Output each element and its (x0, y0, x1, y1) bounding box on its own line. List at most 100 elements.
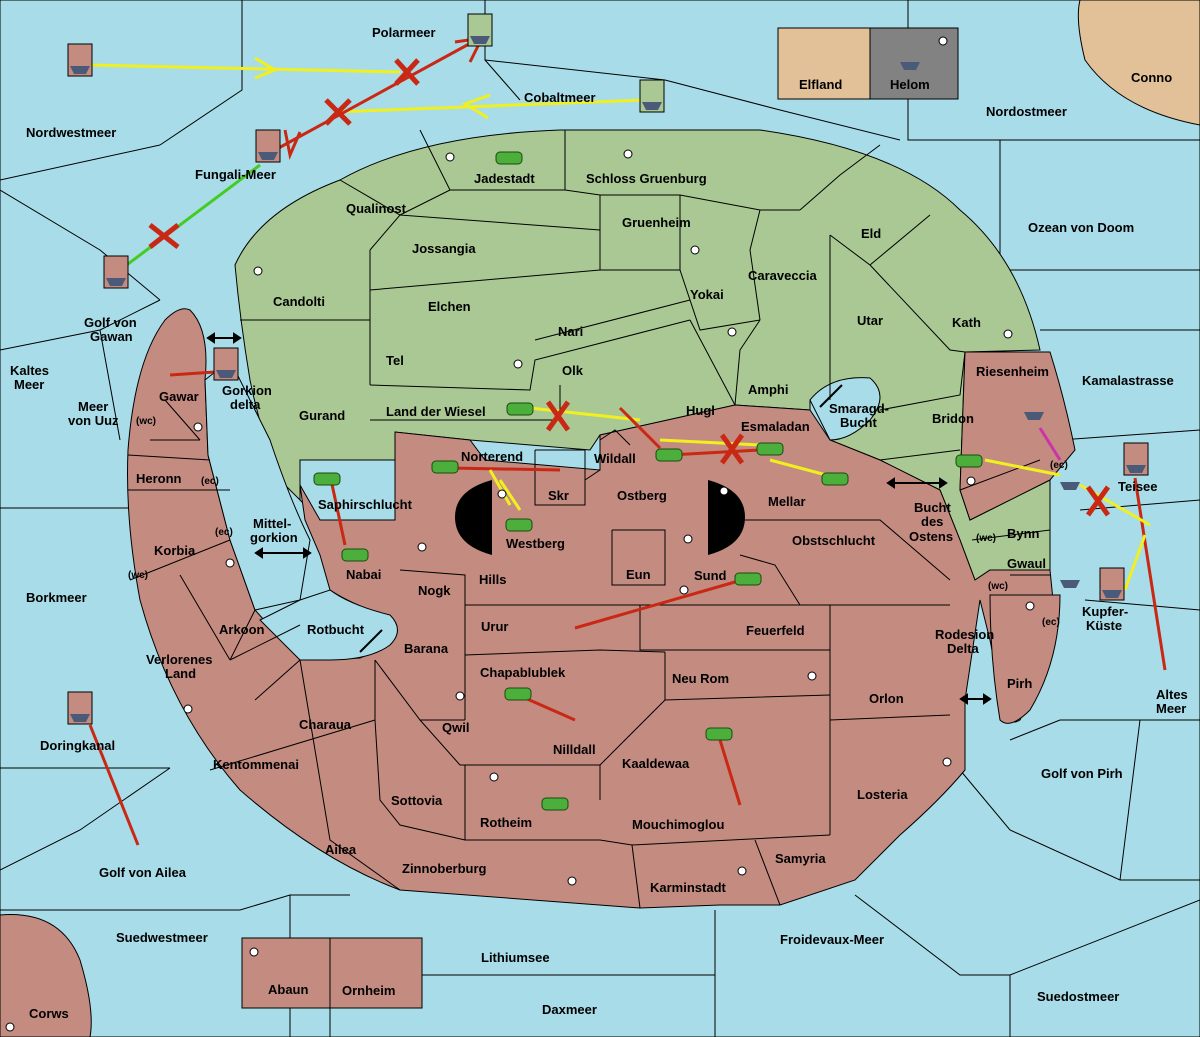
cut-markers (148, 58, 1111, 517)
label-abaun: Abaun (268, 982, 309, 997)
label-land-der-wiesel: Land der Wiesel (386, 404, 486, 419)
label-gwaul: Gwaul (1007, 556, 1046, 571)
label-elchen: Elchen (428, 299, 471, 314)
label-smaragd-bucht-2: Bucht (840, 415, 878, 430)
label-suedostmeer: Suedostmeer (1037, 989, 1119, 1004)
label-gurand: Gurand (299, 408, 345, 423)
label-kamalastrasse: Kamalastrasse (1082, 373, 1174, 388)
fleet-icons (67, 13, 1149, 725)
army-icon (705, 727, 733, 741)
label-gorkion-delta-1: Gorkion (222, 383, 272, 398)
army-icon (505, 518, 533, 532)
label-wildall: Wildall (594, 451, 636, 466)
move-westberg-2 (498, 479, 522, 511)
label-sund: Sund (694, 568, 727, 583)
label-schloss-gruenburg: Schloss Gruenburg (586, 171, 707, 186)
fleet-icon (900, 62, 920, 70)
label-nabai: Nabai (346, 567, 381, 582)
label-westberg: Westberg (506, 536, 565, 551)
label-qwil: Qwil (442, 720, 469, 735)
label-coast-ec-bridon: (ec) (1050, 460, 1068, 471)
label-corws: Corws (29, 1006, 69, 1021)
label-doringkanal: Doringkanal (40, 738, 115, 753)
label-orlon: Orlon (869, 691, 904, 706)
label-jossangia: Jossangia (412, 241, 476, 256)
label-nari: Nari (558, 324, 583, 339)
army-icon (821, 472, 849, 486)
label-kaaldewaa: Kaaldewaa (622, 756, 690, 771)
move-wildall (659, 438, 761, 447)
label-gorkion-delta-2: delta (230, 397, 261, 412)
label-jadestadt: Jadestadt (474, 171, 535, 186)
arrowhead-yellow-1 (254, 56, 279, 80)
label-eun: Eun (626, 567, 651, 582)
label-mellar: Mellar (768, 494, 806, 509)
move-altes-meer (1133, 477, 1167, 671)
label-suedwestmeer: Suedwestmeer (116, 930, 208, 945)
cut-marker-5 (719, 433, 745, 465)
label-meer-von-uuz-1: Meer (78, 399, 108, 414)
region-pirh (989, 594, 1061, 724)
arrowhead-yellow-2 (461, 93, 491, 120)
fleet-icon (1060, 580, 1080, 588)
fleet-icon (1024, 412, 1044, 420)
move-bridon (984, 458, 1061, 477)
army-icon (495, 151, 523, 165)
label-nilldall: Nilldall (553, 742, 596, 757)
label-nordwestmeer: Nordwestmeer (26, 125, 116, 140)
fleet-move-green-1 (119, 163, 261, 272)
mountain-west (455, 480, 492, 555)
move-hugl (618, 406, 662, 450)
move-norterend (449, 466, 561, 472)
smaragd-bucht-water (809, 377, 881, 441)
label-mittel-gorkion-1: Mittel- (253, 516, 291, 531)
army-icon (655, 448, 683, 462)
label-ornheim: Ornheim (342, 983, 395, 998)
move-westberg-1 (488, 469, 512, 506)
label-skr: Skr (548, 488, 569, 503)
fleet-move-red-1 (274, 36, 481, 152)
label-kupfer-kueste-1: Kupfer- (1082, 604, 1128, 619)
label-rodesion-delta-2: Delta (947, 641, 980, 656)
mittelgorkion-water (204, 359, 311, 611)
label-altes-meer-1: Altes (1156, 687, 1188, 702)
label-altes-meer-2: Meer (1156, 701, 1186, 716)
label-rodesion-delta-1: Rodesion (935, 627, 994, 642)
label-korbia: Korbia (154, 543, 196, 558)
label-ailea: Ailea (325, 842, 357, 857)
move-mellar (769, 458, 831, 478)
fleet-icon (1099, 567, 1125, 601)
label-mittel-gorkion-2: gorkion (250, 530, 298, 545)
army-icon (504, 687, 532, 701)
label-bucht-des-ostens-2: des (921, 514, 943, 529)
fleet-icon (639, 79, 665, 113)
label-hills: Hills (479, 572, 506, 587)
army-icon (341, 548, 369, 562)
fleet-icon (255, 129, 281, 163)
army-icon (541, 797, 569, 811)
army-icon (734, 572, 762, 586)
label-olk: Olk (562, 363, 584, 378)
label-bucht-des-ostens-3: Ostens (909, 529, 953, 544)
move-kaaldewaa (718, 739, 742, 806)
cut-marker-1 (394, 58, 420, 86)
label-chapablublek: Chapablublek (480, 665, 566, 680)
label-feuerfeld: Feuerfeld (746, 623, 805, 638)
label-nogk: Nogk (418, 583, 451, 598)
label-norterend: Norterend (461, 449, 523, 464)
label-eld: Eld (861, 226, 881, 241)
cut-marker-6 (1085, 485, 1111, 517)
label-bynn: Bynn (1007, 526, 1040, 541)
army-icon (955, 454, 983, 468)
label-losteria: Losteria (857, 787, 908, 802)
move-wiesel (529, 406, 641, 422)
label-amphi: Amphi (748, 382, 788, 397)
label-golf-von-gawan-1: Golf von (84, 315, 137, 330)
label-urur: Urur (481, 619, 508, 634)
label-kentommenai: Kentommenai (213, 757, 299, 772)
arrowhead-red-2 (283, 129, 302, 160)
move-sund (574, 580, 736, 630)
label-fungali-meer: Fungali-Meer (195, 167, 276, 182)
